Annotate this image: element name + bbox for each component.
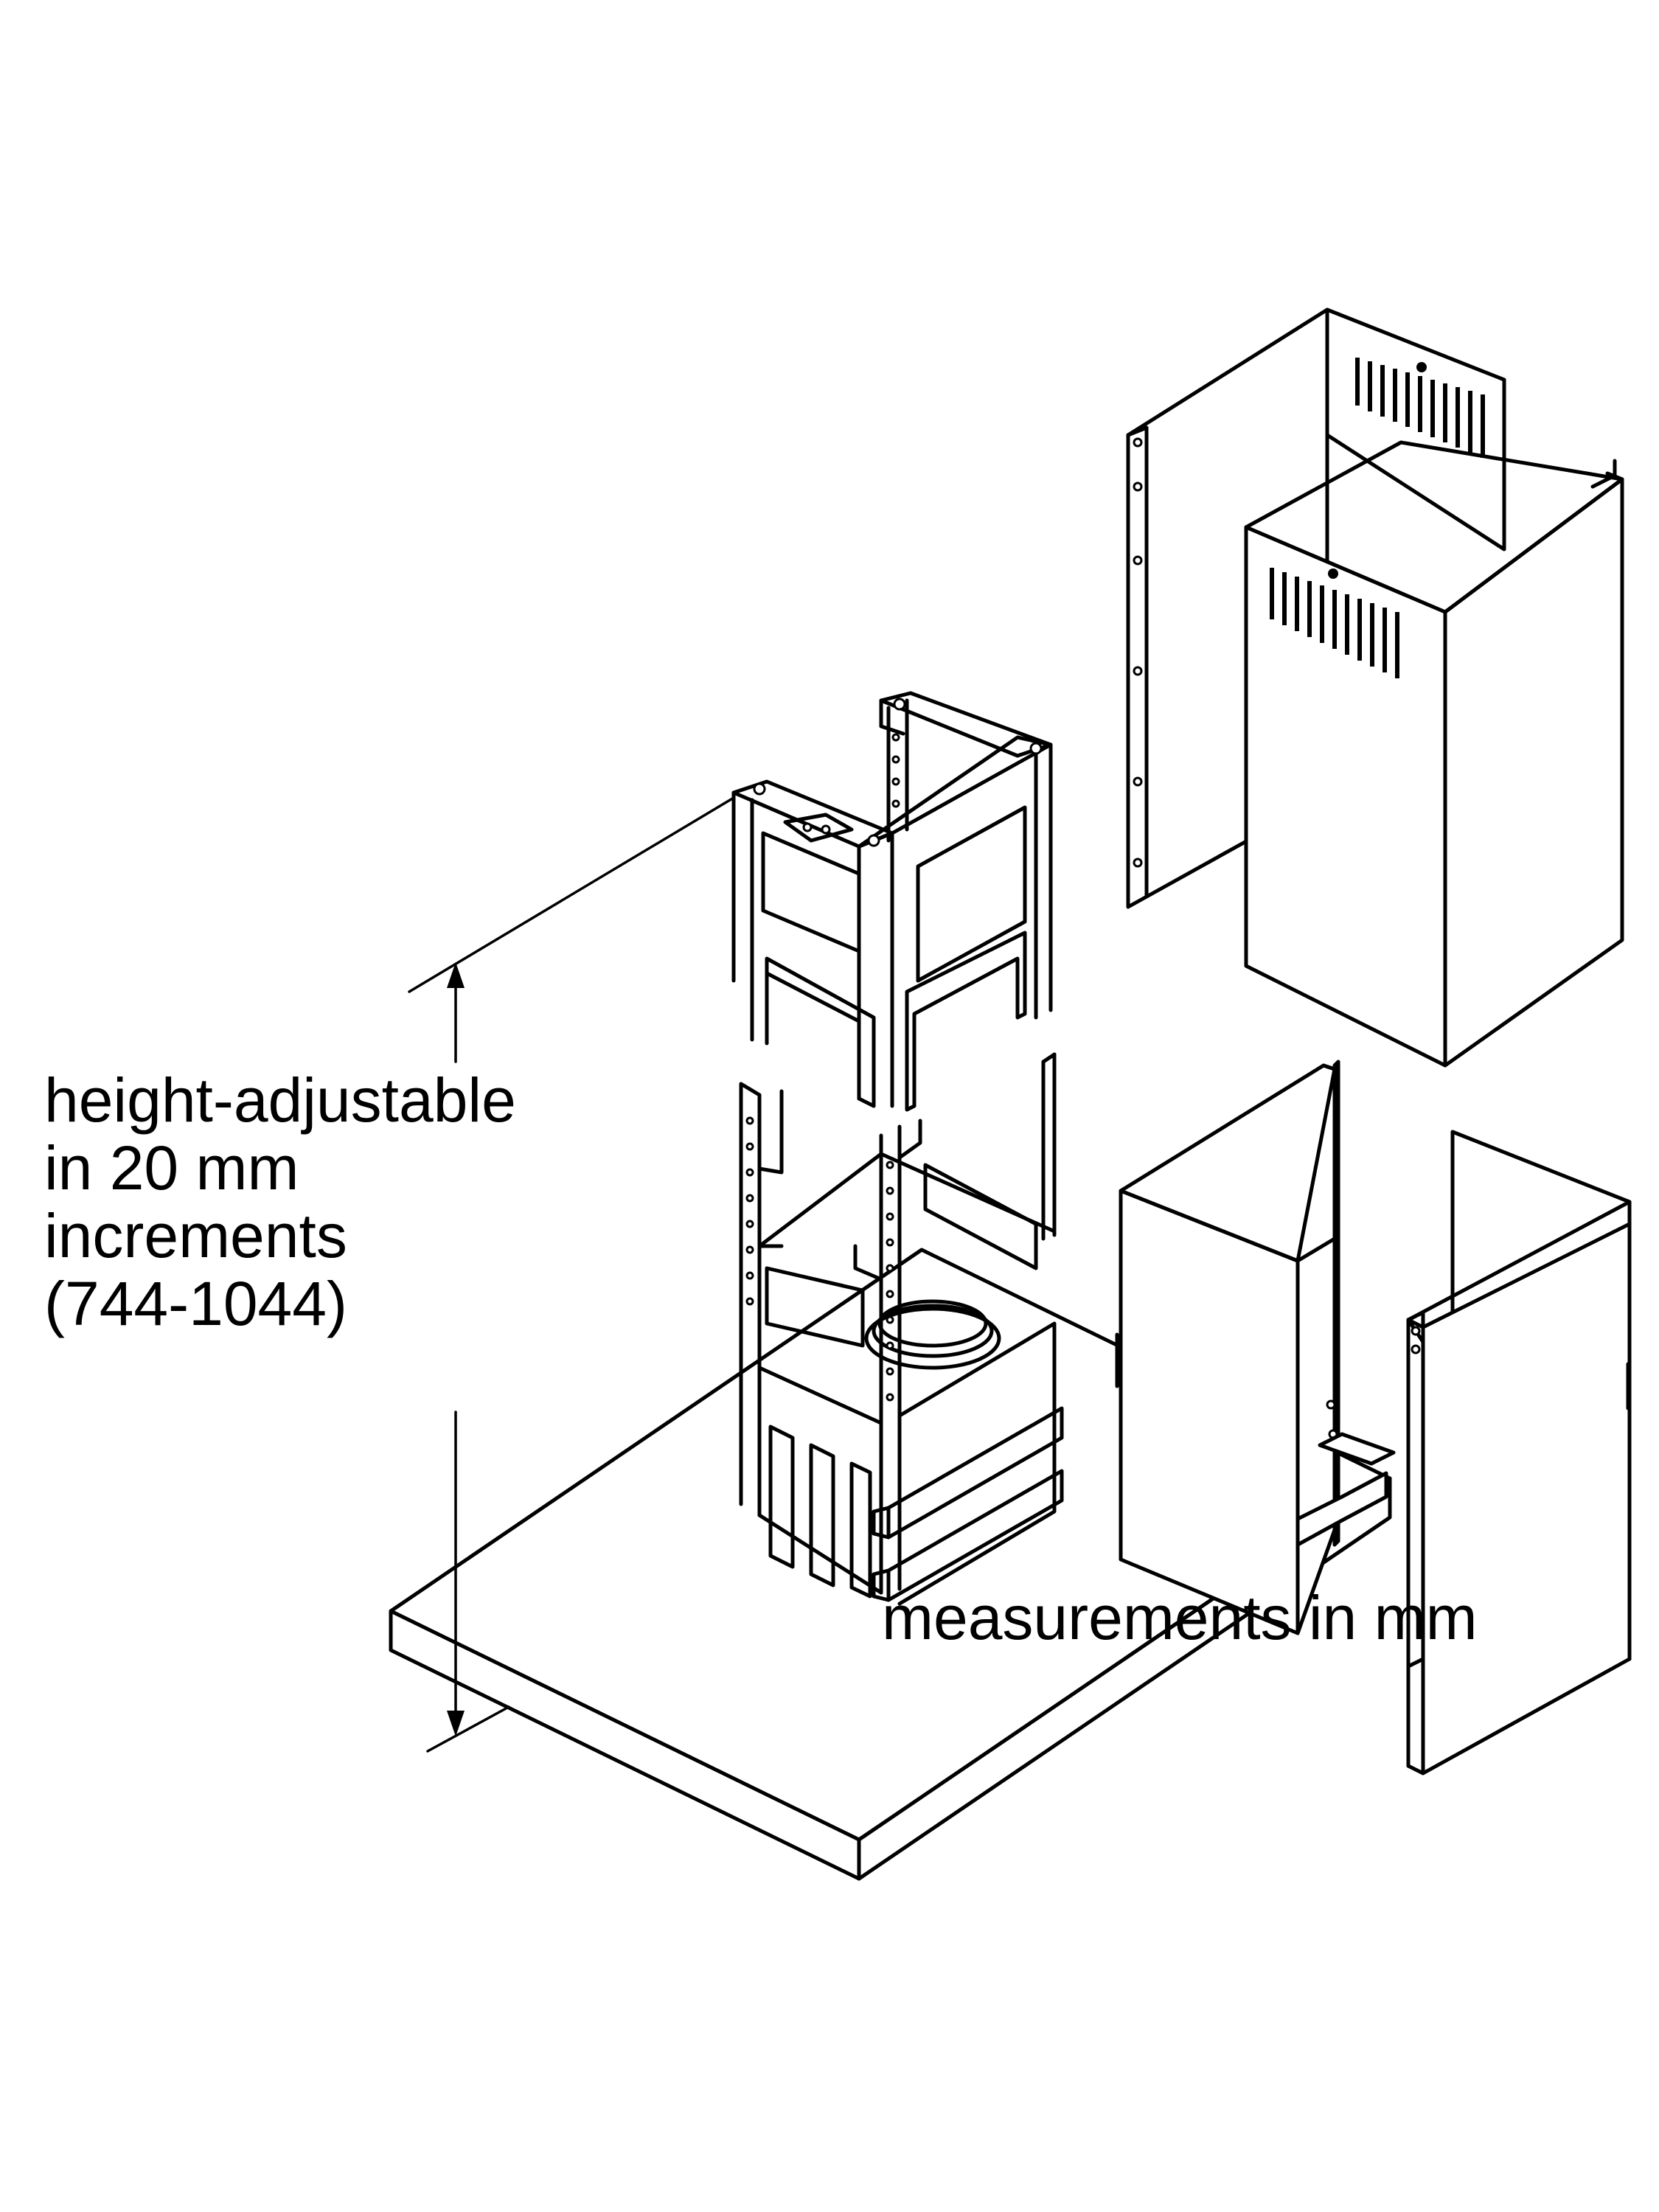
arrow-up-icon [447,962,465,988]
height-label-line-3: increments [44,1201,347,1270]
height-label-line-1: height-adjustable [44,1065,516,1135]
lower-cover-shelf [1295,1432,1396,1547]
vent-grille-rear-icon [1355,358,1485,458]
vent-grille-front-icon [1270,568,1399,678]
upper-extension-line [408,796,735,993]
measurements-note: measurements in mm [882,1583,1478,1652]
lower-extension-line [426,1705,510,1753]
height-adjustment-label: height-adjustable in 20 mm increments (7… [44,1066,516,1338]
lower-chimney-cover-front [1115,1060,1340,1635]
upper-chimney-cover-front [1244,440,1624,1068]
height-dimension-marker [408,796,735,1753]
arrow-down-icon [447,1711,465,1736]
height-label-line-4: (744-1044) [44,1269,347,1338]
perforation-holes [745,1116,894,1402]
height-label-line-2: in 20 mm [44,1133,299,1203]
upper-mounting-frame [731,691,1053,1112]
lower-mounting-frame [739,1052,1064,1606]
mounting-bracket [783,813,854,843]
lower-chimney-cover-rear [1406,1130,1632,1775]
